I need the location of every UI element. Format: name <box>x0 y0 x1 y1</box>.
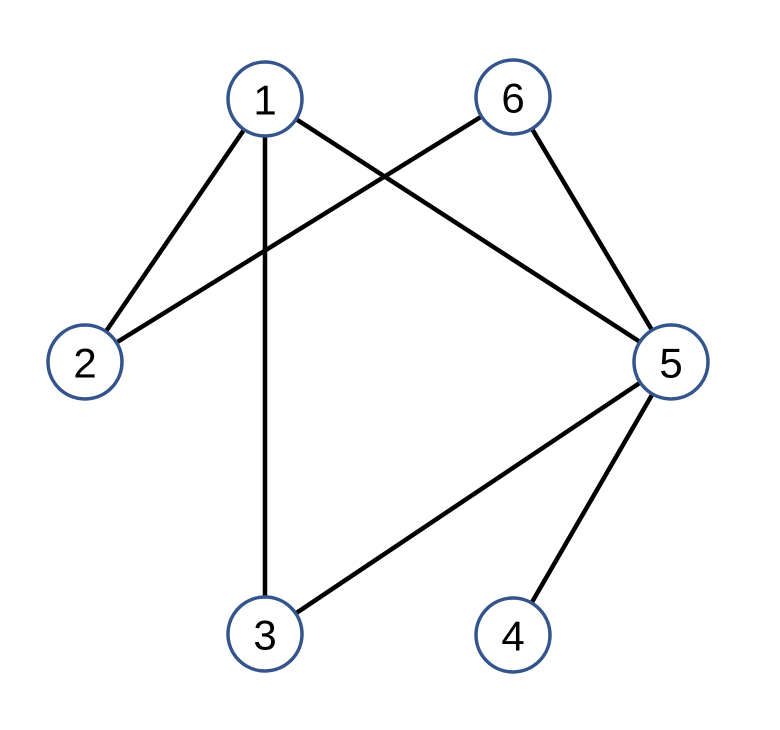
edge-1-5 <box>263 97 673 364</box>
node-label-2: 2 <box>73 340 96 387</box>
graph-node-3: 3 <box>226 595 304 673</box>
graph-node-1: 1 <box>226 60 304 138</box>
graph-node-4: 4 <box>474 596 552 674</box>
node-circle-6 <box>474 58 552 136</box>
node-circle-2 <box>46 323 124 401</box>
graph-node-2: 2 <box>46 323 124 401</box>
edge-5-6 <box>511 95 673 364</box>
graph-node-6: 6 <box>474 58 552 136</box>
node-label-6: 6 <box>501 75 524 122</box>
edge-4-5 <box>511 360 673 637</box>
node-circle-5 <box>632 323 710 401</box>
node-label-5: 5 <box>659 340 682 387</box>
edge-3-5 <box>263 360 673 636</box>
node-circle-1 <box>226 60 304 138</box>
node-circle-3 <box>226 595 304 673</box>
edge-2-6 <box>83 95 515 364</box>
node-label-4: 4 <box>501 613 524 660</box>
node-label-3: 3 <box>253 612 276 659</box>
graph-node-5: 5 <box>632 323 710 401</box>
node-circle-4 <box>474 596 552 674</box>
edge-1-2 <box>83 97 267 364</box>
node-label-1: 1 <box>253 77 276 124</box>
